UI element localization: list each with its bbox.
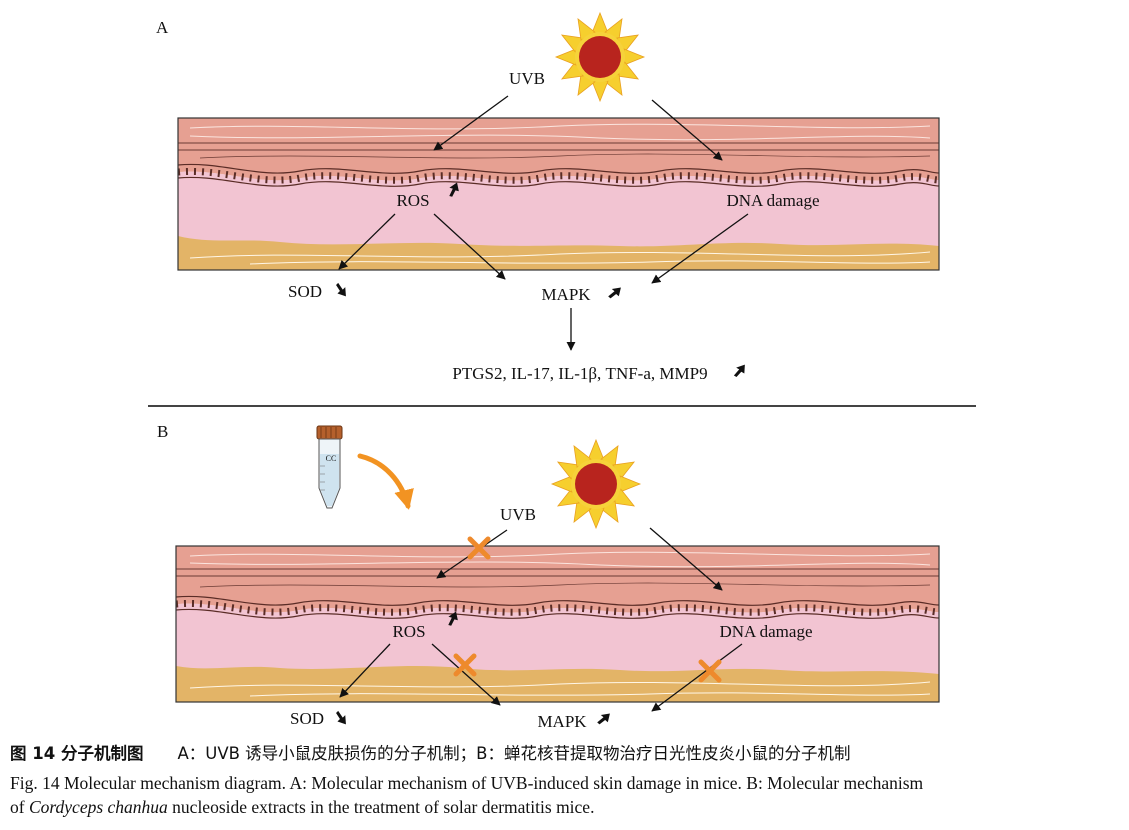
panel-b: B CC <box>157 422 940 731</box>
uvb-to-skin-arrow-a <box>433 95 509 151</box>
sod-decrease-icon-a <box>332 281 351 300</box>
mapk-increase-icon-b <box>595 709 613 728</box>
caption-line2-post: nucleoside extracts in the treatment of … <box>172 797 595 817</box>
uvb-to-dna-arrow-b <box>649 527 723 591</box>
mechanism-figure: A UVB ROS DNA damage SOD <box>148 12 976 731</box>
panel-a-label: A <box>156 18 169 37</box>
uvb-to-dna-arrow-a <box>651 99 723 161</box>
uvb-label-a: UVB <box>509 69 545 88</box>
ros-to-sod-arrow-a <box>338 213 396 270</box>
ros-to-sod-arrow-b <box>339 643 391 698</box>
dna-damage-label-a: DNA damage <box>726 191 819 210</box>
uvb-label-b: UVB <box>500 505 536 524</box>
dna-damage-label-b: DNA damage <box>719 622 812 641</box>
ros-to-mapk-arrow-a <box>433 213 506 280</box>
treatment-curve-arrow <box>357 453 414 510</box>
factors-increase-icon <box>732 361 749 380</box>
mapk-label-b: MAPK <box>537 712 587 731</box>
ros-label-b: ROS <box>392 622 425 641</box>
tube-label: CC <box>326 454 337 463</box>
caption-english-line1: Fig. 14 Molecular mechanism diagram. A: … <box>10 773 924 793</box>
sun-icon <box>555 12 645 102</box>
downstream-factors-label: PTGS2, IL-17, IL-1β, TNF-a, MMP9 <box>452 364 707 383</box>
test-tube-icon <box>316 425 343 509</box>
caption-line2-pre: of <box>10 797 25 817</box>
ros-to-mapk-arrow-b <box>431 643 501 706</box>
sod-label-b: SOD <box>290 709 324 728</box>
caption-fig-number-zh: 图 14 分子机制图 <box>10 744 144 763</box>
caption-species-name: Cordyceps chanhua <box>28 797 168 817</box>
ros-label-a: ROS <box>396 191 429 210</box>
caption-english-line2: of Cordyceps chanhua nucleoside extracts… <box>10 796 1122 818</box>
mapk-increase-icon-a <box>606 283 624 302</box>
mapk-label-a: MAPK <box>541 285 591 304</box>
panel-b-label: B <box>157 422 168 441</box>
caption-text-zh: A：UVB 诱导小鼠皮肤损伤的分子机制；B：蝉花核苷提取物治疗日光性皮炎小鼠的分… <box>177 744 851 763</box>
skin-section-a <box>177 117 940 271</box>
dna-to-mapk-arrow-a <box>651 213 749 284</box>
panel-a: A UVB ROS DNA damage SOD <box>156 12 940 383</box>
skin-section-b <box>175 545 940 703</box>
caption-chinese: 图 14 分子机制图 A：UVB 诱导小鼠皮肤损伤的分子机制；B：蝉花核苷提取物治… <box>10 743 1122 765</box>
sod-label-a: SOD <box>288 282 322 301</box>
sun-icon <box>551 439 641 529</box>
sod-decrease-icon-b <box>332 709 351 728</box>
dna-to-mapk-arrow-b <box>651 643 743 712</box>
